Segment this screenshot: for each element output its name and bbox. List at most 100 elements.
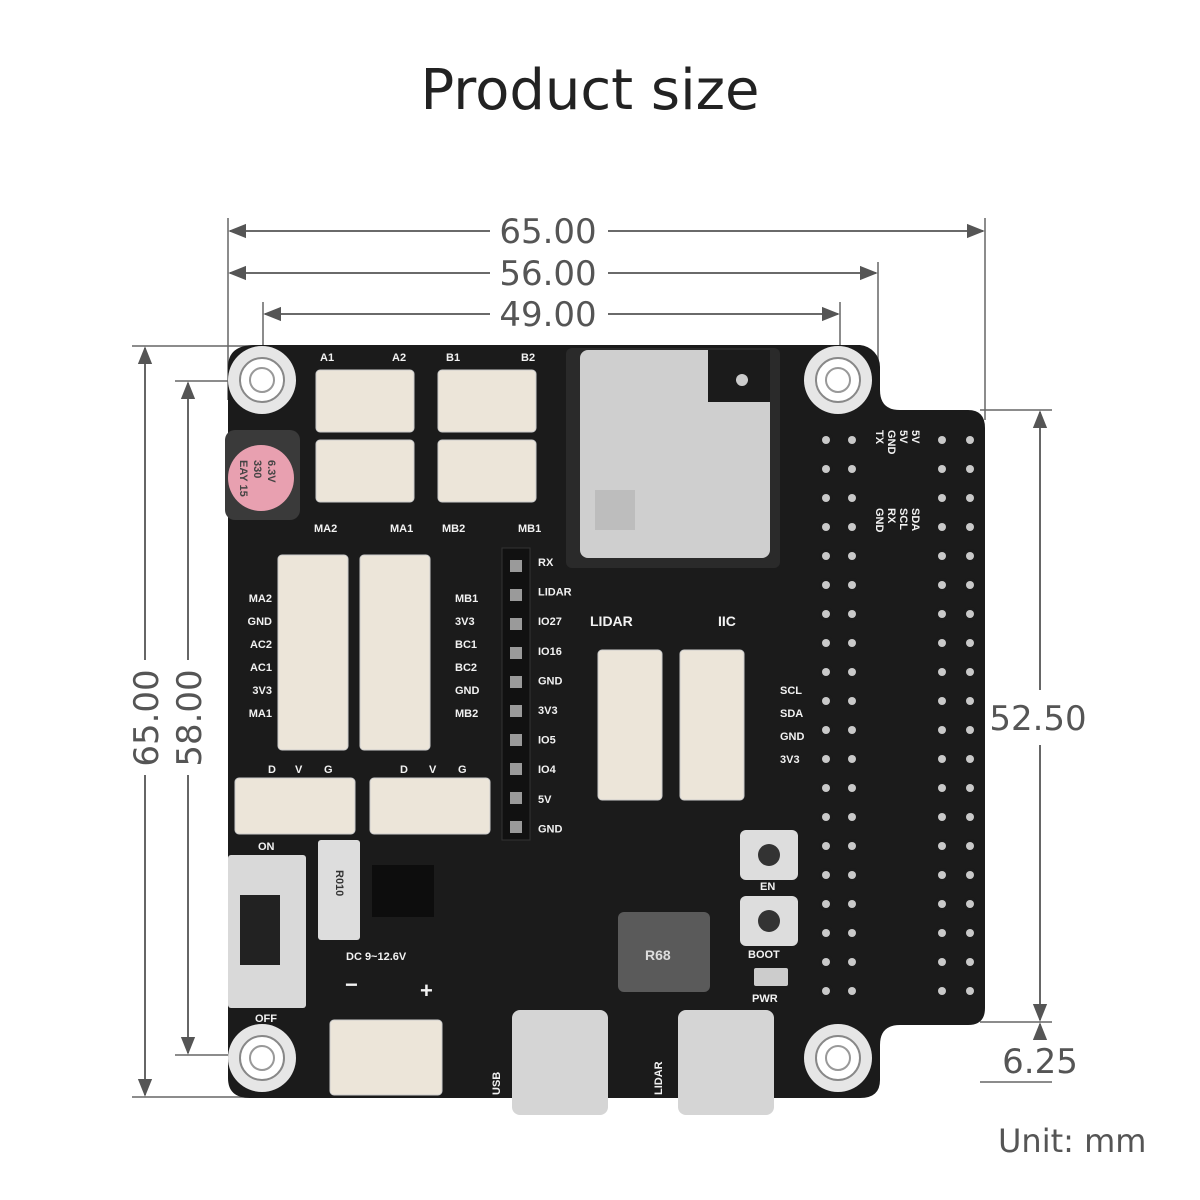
gpio-pin — [510, 647, 522, 659]
header-pin — [848, 523, 856, 531]
header-pin — [938, 813, 946, 821]
current-resistor — [318, 840, 360, 940]
header-pin — [822, 610, 830, 618]
lidar-iic-connectors — [597, 649, 745, 801]
header-pin — [848, 697, 856, 705]
pwr-label: PWR — [752, 993, 778, 1005]
gpio-pin-label: 3V3 — [538, 705, 558, 717]
header-pin — [966, 581, 974, 589]
header-pin — [966, 987, 974, 995]
header-pin — [848, 929, 856, 937]
header-pin — [938, 755, 946, 763]
header-pin — [822, 842, 830, 850]
label-mb1: MB1 — [518, 523, 541, 535]
servo-pin-label: G — [324, 764, 333, 776]
header-pin — [848, 465, 856, 473]
header-pin — [966, 842, 974, 850]
button-boot-label: BOOT — [748, 949, 780, 961]
header-pin — [848, 581, 856, 589]
header-pin — [848, 958, 856, 966]
servo-pin-label: V — [295, 764, 303, 776]
right-pin-label: GND — [455, 685, 480, 697]
dc-minus: − — [345, 972, 358, 997]
header-pin — [848, 871, 856, 879]
header-pin — [938, 523, 946, 531]
header-pin — [822, 929, 830, 937]
header-pin — [938, 987, 946, 995]
left-pin-label: MA2 — [249, 593, 272, 605]
header-pin — [822, 958, 830, 966]
header-pin — [938, 697, 946, 705]
label-b2: B2 — [521, 352, 535, 364]
servo-pin-label: D — [400, 764, 408, 776]
horizontal-dimension-lines — [228, 223, 985, 322]
dc-label: DC 9~12.6V — [346, 951, 407, 963]
header-pin — [822, 900, 830, 908]
label-ma2: MA2 — [314, 523, 337, 535]
header-pin — [848, 436, 856, 444]
gpio-pin — [510, 705, 522, 717]
right-pin-label: MB1 — [455, 593, 478, 605]
left-pin-label: 3V3 — [252, 685, 272, 697]
header-table-label: 5V — [909, 430, 921, 444]
left-pin-label: MA1 — [249, 708, 272, 720]
page-title: Product size — [420, 58, 760, 123]
header-pin — [822, 639, 830, 647]
label-a1: A1 — [320, 352, 334, 364]
header-pin — [966, 755, 974, 763]
unit-label: Unit: mm — [998, 1122, 1147, 1160]
gpio-pin — [510, 763, 522, 775]
label-a2: A2 — [392, 352, 406, 364]
iic-pin-label: 3V3 — [780, 754, 800, 766]
header-pin — [848, 726, 856, 734]
resistor-label: R010 — [333, 870, 345, 896]
header-pin — [966, 494, 974, 502]
header-pin — [966, 639, 974, 647]
header-pin — [938, 581, 946, 589]
gpio-pin — [510, 821, 522, 833]
gpio-pin-label: GND — [538, 675, 563, 687]
usb-c-ports — [512, 1010, 774, 1115]
header-table-label: TX — [873, 430, 885, 445]
header-pin — [966, 929, 974, 937]
header-pin — [966, 610, 974, 618]
header-pin — [822, 726, 830, 734]
header-pin — [822, 436, 830, 444]
inductor-label: R68 — [645, 947, 671, 963]
gpio-pin — [510, 734, 522, 746]
header-pin — [822, 552, 830, 560]
header-pin — [966, 900, 974, 908]
header-pin — [848, 842, 856, 850]
dim-header-length: 52.50 — [989, 699, 1086, 739]
header-pin — [848, 639, 856, 647]
header-table-label: RX — [885, 508, 897, 524]
header-pin — [848, 784, 856, 792]
iic-pin-label: SCL — [780, 685, 802, 697]
right-pin-label: 3V3 — [455, 616, 475, 628]
header-pin — [848, 755, 856, 763]
gpio-pin-label: IO4 — [538, 764, 557, 776]
cap-text-3: 6.3V — [265, 460, 277, 483]
header-pin — [938, 726, 946, 734]
dc-connector — [329, 1019, 443, 1096]
header-pin — [822, 755, 830, 763]
gpio-pin-label: RX — [538, 557, 554, 569]
header-pin — [938, 436, 946, 444]
header-pin — [848, 668, 856, 676]
servo-connectors — [234, 777, 491, 835]
dim-width-holes-outer: 56.00 — [499, 254, 596, 294]
gpio-pin-label: IO27 — [538, 616, 562, 628]
header-table-label: GND — [885, 430, 897, 455]
gpio-pin — [510, 618, 522, 630]
header-pin — [966, 784, 974, 792]
dim-width-holes: 49.00 — [499, 295, 596, 335]
header-pin — [848, 552, 856, 560]
header-pin — [938, 465, 946, 473]
switch-on-label: ON — [258, 841, 275, 853]
header-pin — [938, 784, 946, 792]
header-pin — [966, 871, 974, 879]
header-pin — [966, 668, 974, 676]
header-pin — [848, 813, 856, 821]
switch-off-label: OFF — [255, 1013, 277, 1025]
